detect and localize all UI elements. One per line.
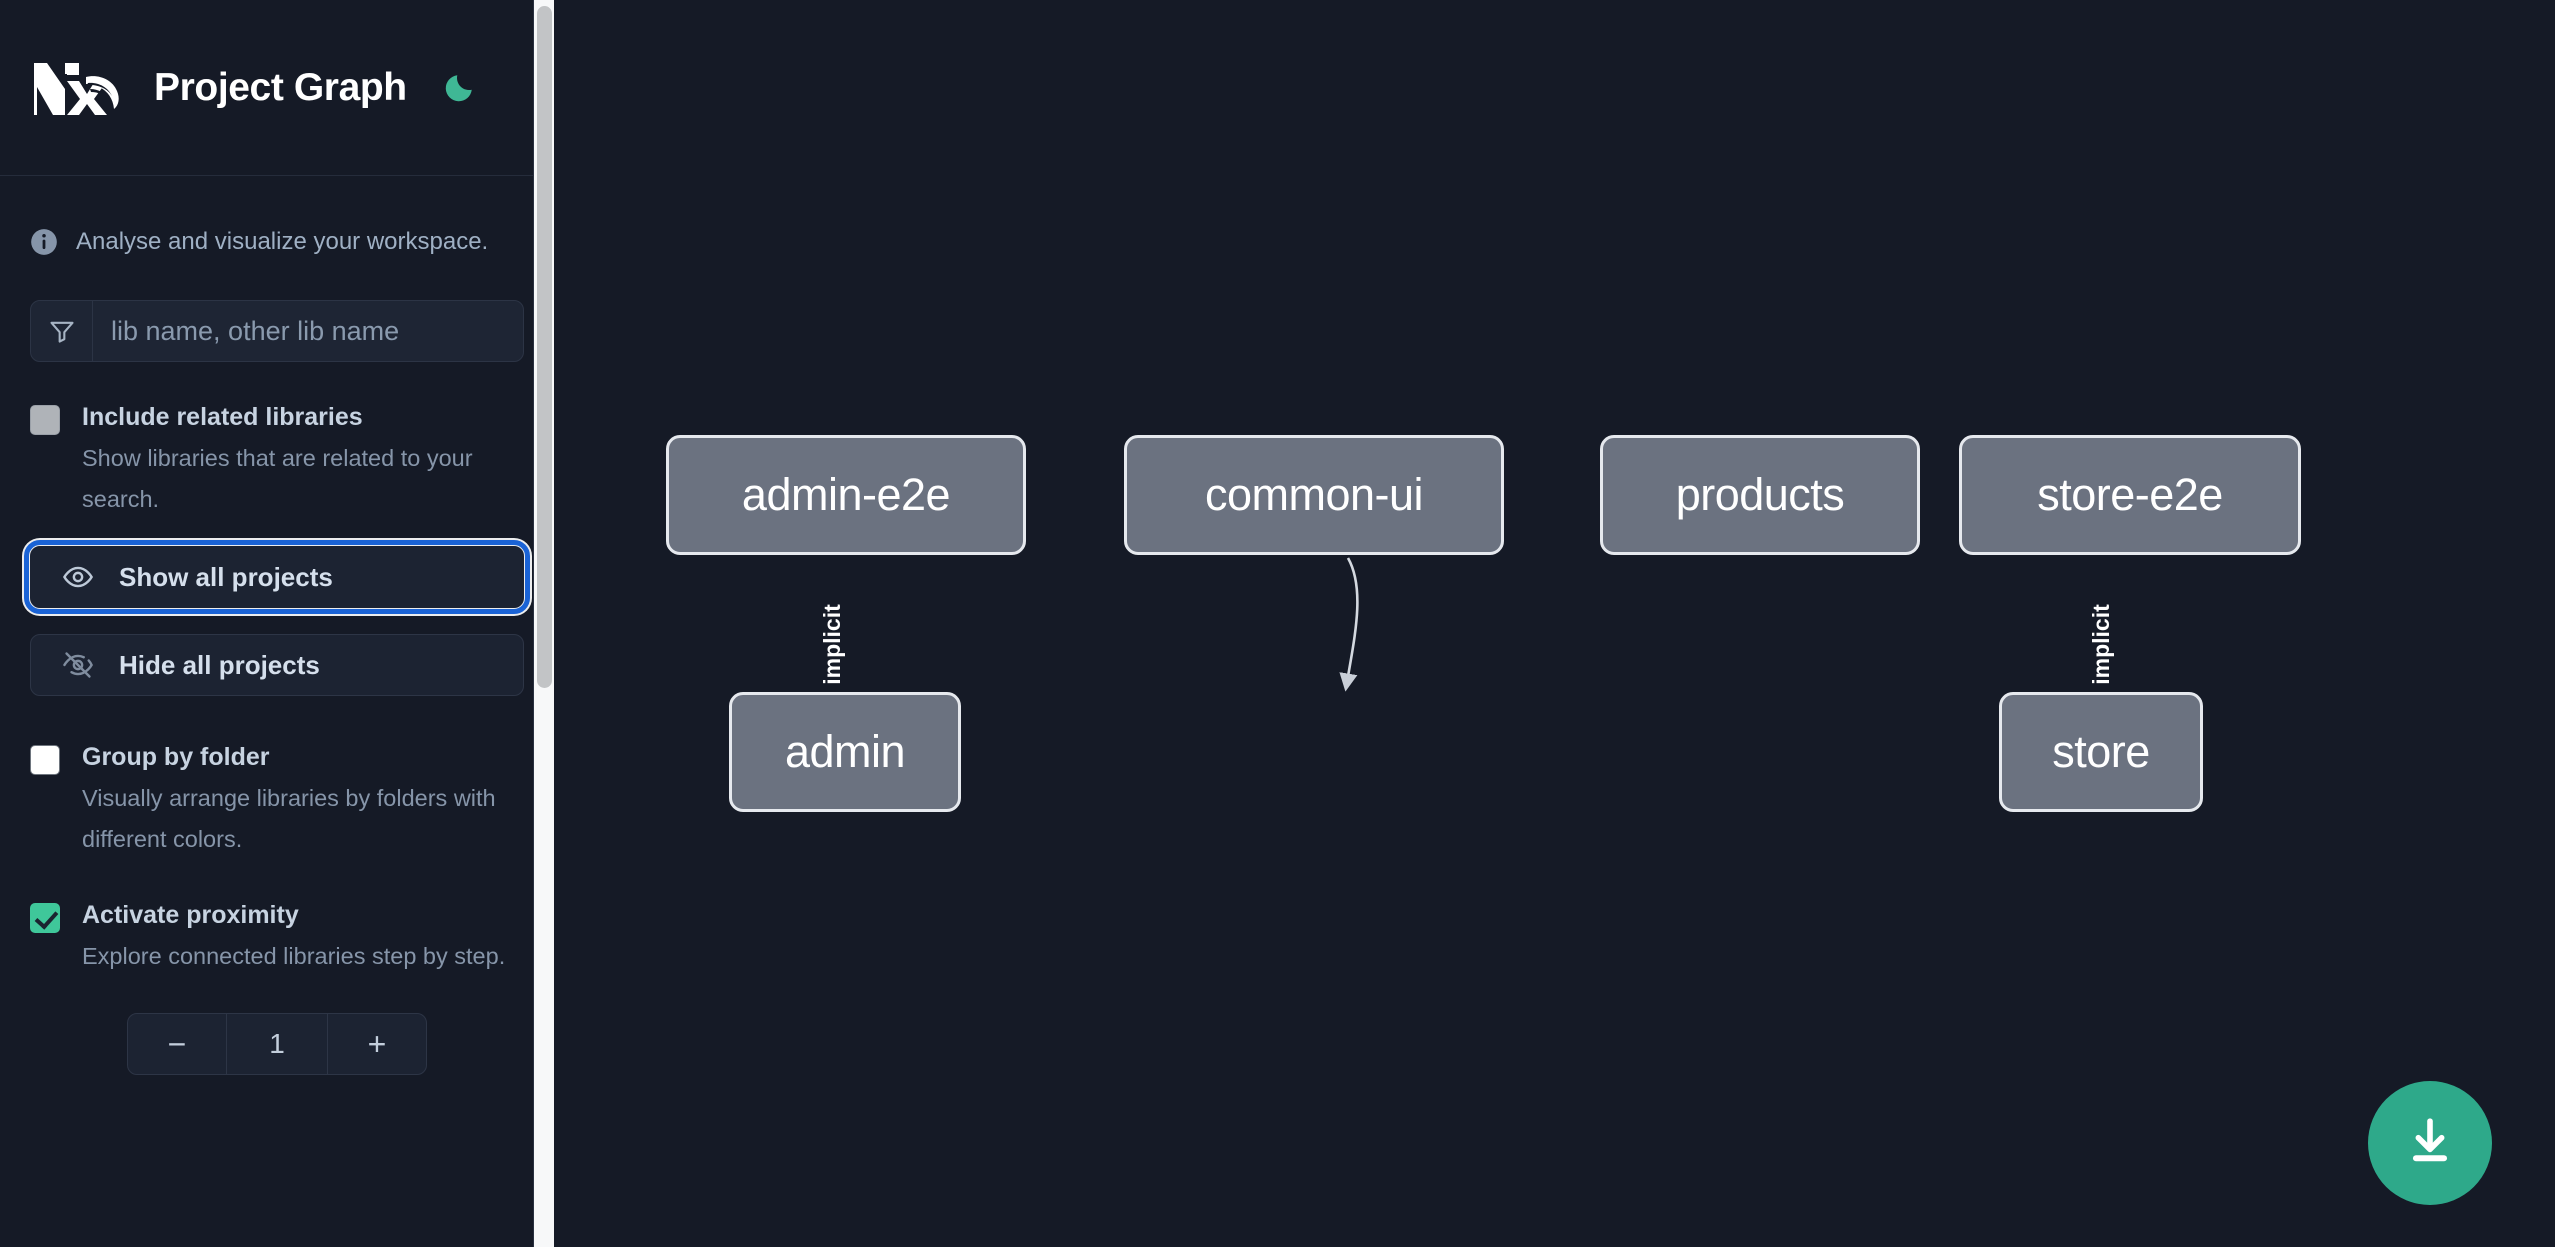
checkbox-include-related-libraries[interactable] bbox=[30, 405, 60, 435]
download-icon bbox=[2402, 1113, 2458, 1174]
sidebar: Project Graph Analyse and visualize your… bbox=[0, 0, 554, 1247]
option-description-include-related-libraries: Show libraries that are related to your … bbox=[82, 445, 473, 512]
stepper-decrement-button[interactable]: − bbox=[167, 1025, 187, 1062]
stepper-increment-button[interactable]: + bbox=[367, 1025, 387, 1062]
search-input[interactable] bbox=[93, 301, 523, 361]
nx-logo-icon bbox=[30, 57, 126, 119]
option-description-group-by-folder: Visually arrange libraries by folders wi… bbox=[82, 785, 496, 852]
option-text-group: Activate proximity Explore connected lib… bbox=[82, 900, 505, 977]
sidebar-body: Include related libraries Show libraries… bbox=[0, 300, 554, 1075]
stepper-value: 1 bbox=[226, 1014, 328, 1074]
eye-icon bbox=[59, 558, 97, 596]
hide-all-projects-label: Hide all projects bbox=[119, 649, 320, 680]
sidebar-header: Project Graph bbox=[0, 0, 554, 176]
show-all-projects-button[interactable]: Show all projects bbox=[24, 540, 530, 614]
sidebar-scrollbar-thumb[interactable] bbox=[537, 6, 552, 688]
sidebar-scrollbar[interactable] bbox=[534, 0, 554, 1247]
option-label-group-by-folder: Group by folder bbox=[82, 743, 270, 771]
tagline: Analyse and visualize your workspace. bbox=[0, 176, 554, 268]
eye-off-icon bbox=[59, 646, 97, 684]
funnel-icon bbox=[31, 301, 93, 361]
info-icon bbox=[30, 228, 58, 256]
page-title: Project Graph bbox=[154, 65, 407, 109]
option-group-by-folder[interactable]: Group by folder Visually arrange librari… bbox=[30, 742, 524, 860]
option-description-activate-proximity: Explore connected libraries step by step… bbox=[82, 943, 506, 969]
graph-edges bbox=[1339, 557, 1359, 692]
moon-icon[interactable] bbox=[437, 66, 481, 110]
graph-node-admin[interactable]: admin bbox=[729, 692, 961, 812]
graph-node-store-e2e[interactable]: store-e2e bbox=[1959, 435, 2301, 555]
show-all-projects-label: Show all projects bbox=[119, 561, 333, 592]
edge-admin-e2e-to-admin bbox=[1339, 557, 1359, 692]
tagline-text: Analyse and visualize your workspace. bbox=[76, 228, 489, 255]
graph-node-admin-e2e[interactable]: admin-e2e bbox=[666, 435, 1026, 555]
hide-all-projects-button[interactable]: Hide all projects bbox=[30, 634, 524, 696]
graph-canvas[interactable]: admin-e2e common-ui products store-e2e a… bbox=[554, 0, 2555, 1247]
graph-node-common-ui[interactable]: common-ui bbox=[1124, 435, 1504, 555]
option-text-group: Include related libraries Show libraries… bbox=[82, 402, 524, 520]
sidebar-divider bbox=[533, 0, 534, 1247]
checkbox-group-by-folder[interactable] bbox=[30, 745, 60, 775]
checkbox-activate-proximity[interactable] bbox=[30, 903, 60, 933]
option-label-activate-proximity: Activate proximity bbox=[82, 901, 299, 929]
proximity-stepper-wrap: − 1 + bbox=[30, 1013, 524, 1075]
option-include-related-libraries[interactable]: Include related libraries Show libraries… bbox=[30, 402, 524, 520]
search-filter-box[interactable] bbox=[30, 300, 524, 362]
graph-node-store[interactable]: store bbox=[1999, 692, 2203, 812]
option-activate-proximity[interactable]: Activate proximity Explore connected lib… bbox=[30, 900, 524, 977]
download-graph-button[interactable] bbox=[2368, 1081, 2492, 1205]
graph-node-products[interactable]: products bbox=[1600, 435, 1920, 555]
option-label-include-related-libraries: Include related libraries bbox=[82, 403, 363, 431]
proximity-stepper: − 1 + bbox=[127, 1013, 427, 1075]
option-text-group: Group by folder Visually arrange librari… bbox=[82, 742, 524, 860]
